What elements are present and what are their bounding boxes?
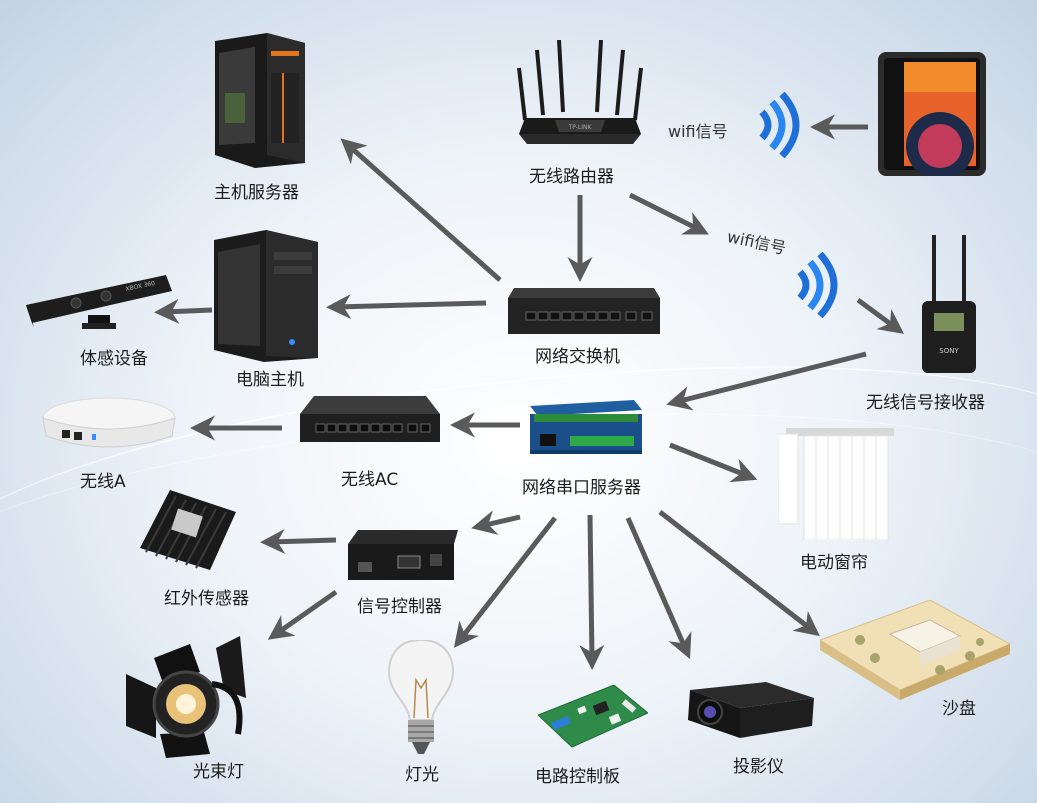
arrow-switch-to-host-server <box>340 138 502 282</box>
router-icon: TP-LINK <box>517 40 643 144</box>
arrow-wifi-to-receiver <box>856 297 905 334</box>
svg-text:SONY: SONY <box>939 347 959 355</box>
projector-label: 投影仪 <box>733 757 784 777</box>
motion-sensor-icon: XBOX 360 <box>26 275 172 329</box>
arrow-serial-to-curtain <box>669 442 758 483</box>
network-switch-icon <box>508 288 660 334</box>
wireless-ap-icon <box>42 397 176 448</box>
wifi-signal-icon <box>797 252 838 318</box>
sand-table-label: 沙盘 <box>942 699 976 719</box>
computer-host-icon <box>214 230 318 362</box>
curtain-label: 电动窗帘 <box>800 553 868 573</box>
signal-controller-label: 信号控制器 <box>357 597 442 617</box>
sand-table-icon <box>820 600 1010 700</box>
signal-controller-icon <box>348 530 458 580</box>
projector-icon <box>688 682 814 738</box>
circuit-board-icon <box>538 685 648 748</box>
ir-sensor-icon <box>140 490 236 570</box>
svg-text:TP-LINK: TP-LINK <box>568 124 593 131</box>
wireless-receiver-label: 无线信号接收器 <box>866 393 985 413</box>
wifi-label: wifi信号 <box>668 122 728 141</box>
switch-label: 网络交换机 <box>535 347 620 367</box>
circuit-board-label: 电路控制板 <box>535 767 620 787</box>
spotlight-label: 光束灯 <box>193 762 244 782</box>
arrow-router-to-wifi <box>628 192 709 235</box>
arrow-serial-to-sand-table <box>658 510 820 637</box>
arrow-computer-to-motion <box>154 298 213 324</box>
ir-sensor-label: 红外传感器 <box>164 589 249 609</box>
host-server-icon <box>215 33 305 168</box>
serial-server-label: 网络串口服务器 <box>522 478 641 498</box>
spotlight-icon <box>126 636 246 758</box>
wireless-a-label: 无线A <box>80 472 126 492</box>
arrow-controller-to-spotlight <box>267 589 338 640</box>
router-label: 无线路由器 <box>529 167 614 187</box>
host-server-label: 主机服务器 <box>214 183 299 203</box>
light-label: 灯光 <box>405 765 439 785</box>
motion-device-label: 体感设备 <box>80 349 148 369</box>
arrow-serial-to-light <box>453 516 557 648</box>
arrow-controller-to-ir <box>260 529 337 555</box>
wireless-receiver-icon: SONY <box>922 235 976 373</box>
arrow-receiver-to-serial <box>666 351 867 411</box>
wireless-ac-icon <box>300 396 440 442</box>
serial-server-icon <box>530 400 642 454</box>
tablet-icon <box>878 52 986 176</box>
arrow-serial-to-signal-controller <box>471 510 521 535</box>
arrow-switch-to-computer <box>326 294 487 320</box>
wifi-signal-icon <box>759 92 800 158</box>
curtain-icon <box>778 428 894 540</box>
arrow-serial-to-circuit <box>579 514 605 670</box>
computer-host-label: 电脑主机 <box>236 370 304 390</box>
arrow-serial-to-projector <box>625 516 692 660</box>
light-bulb-icon <box>388 640 454 754</box>
wireless-ac-label: 无线AC <box>341 470 399 490</box>
